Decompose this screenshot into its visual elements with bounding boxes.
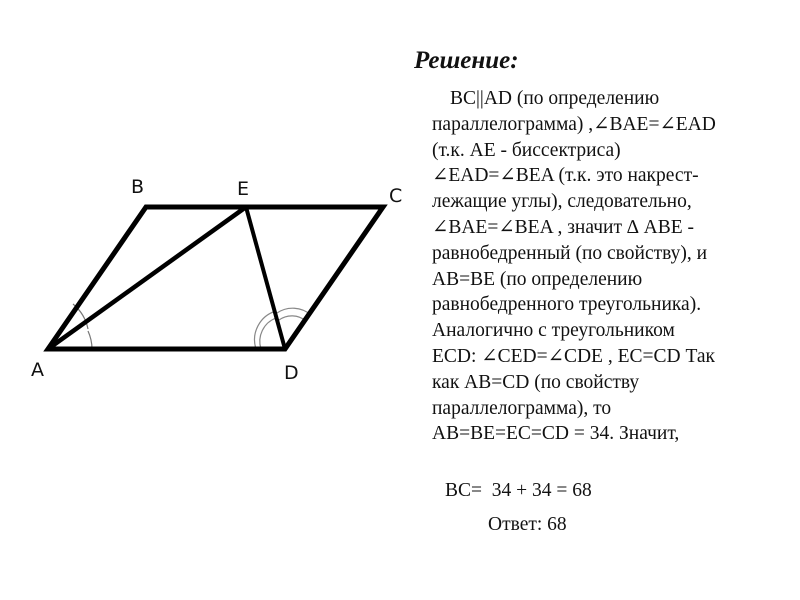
parallelogram-diagram: B E C A D <box>0 0 430 420</box>
solution-line: ∠EAD=∠BEA (т.к. это накрест- <box>432 165 699 187</box>
vertex-label-d: D <box>284 362 299 384</box>
vertex-label-e: E <box>237 178 249 200</box>
solution-line: как AB=CD (по свойству <box>432 371 640 393</box>
vertex-label-c: C <box>389 185 402 207</box>
solution-text: BC||AD (по определению параллелограмма) … <box>432 86 792 447</box>
solution-line: лежащие углы), следовательно, <box>432 191 692 213</box>
solution-line: Аналогично с треугольником <box>432 320 675 342</box>
solution-line: равнобедренный (по свойству), и <box>432 242 708 264</box>
solution-line: AB=BE=EC=CD = 34. Значит, <box>432 423 680 445</box>
solution-line: параллелограмма) ,∠BAE=∠EAD <box>432 113 716 135</box>
solution-line: ECD: ∠CED=∠CDE , EC=CD Так <box>432 345 716 367</box>
solution-title: Решение: <box>414 47 519 74</box>
vertex-label-a: A <box>31 359 44 381</box>
bc-equation: BC= 34 + 34 = 68 <box>445 480 592 501</box>
solution-line: равнобедренного треугольника). <box>432 294 702 316</box>
solution-line: параллелограмма), то <box>432 397 612 419</box>
solution-line: ∠BAE=∠BEA , значит ∆ ABE - <box>432 216 695 238</box>
solution-line: (т.к. AE - биссектриса) <box>432 139 621 161</box>
answer-text: Ответ: 68 <box>488 514 567 535</box>
segment-ae <box>46 205 248 351</box>
vertex-label-b: B <box>131 176 144 198</box>
angle-marks-d <box>253 307 312 350</box>
solution-line: AB=BE (по определению <box>432 268 643 290</box>
solution-line: BC||AD (по определению <box>450 88 660 109</box>
parallelogram-abcd <box>43 204 388 352</box>
segment-ed <box>244 206 287 350</box>
